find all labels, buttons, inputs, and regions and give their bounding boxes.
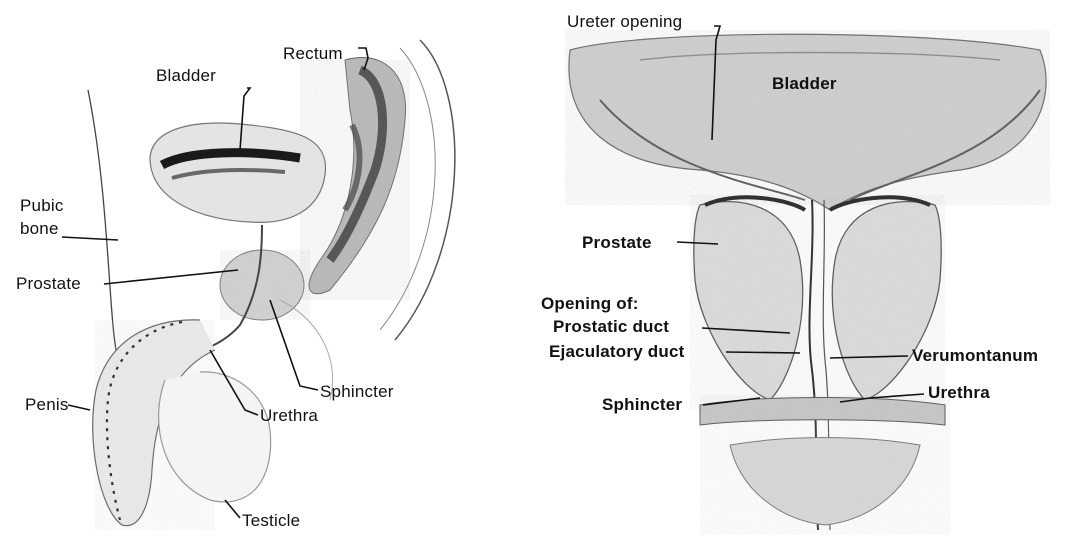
label-rectum: Rectum — [283, 45, 343, 62]
label-prostate-right: Prostate — [582, 234, 652, 251]
sphincter-band — [700, 395, 950, 535]
bladder-shape — [150, 123, 326, 222]
bladder-bowl — [565, 30, 1050, 210]
left-sagittal-drawing — [62, 40, 455, 530]
label-opening-of: Opening of: — [541, 295, 639, 312]
label-sphincter-right: Sphincter — [602, 396, 682, 413]
label-penis: Penis — [25, 396, 69, 413]
label-ureter-opening: Ureter opening — [567, 13, 682, 30]
body-outline — [88, 90, 118, 360]
label-verumontanum: Verumontanum — [912, 347, 1038, 364]
label-testicle: Testicle — [242, 512, 300, 529]
label-urethra-left: Urethra — [260, 407, 318, 424]
prostate-lobes — [690, 195, 945, 410]
label-prostate-left: Prostate — [16, 275, 81, 292]
label-prostatic-duct: Prostatic duct — [553, 318, 669, 335]
label-pubic-bone: Pubic bone — [20, 195, 64, 241]
right-frontal-drawing — [565, 26, 1050, 535]
label-urethra-right: Urethra — [928, 384, 990, 401]
label-bladder-right: Bladder — [772, 75, 837, 92]
label-sphincter-left: Sphincter — [320, 383, 394, 400]
label-ejaculatory-duct: Ejaculatory duct — [549, 343, 684, 360]
label-bladder-left: Bladder — [156, 67, 216, 84]
